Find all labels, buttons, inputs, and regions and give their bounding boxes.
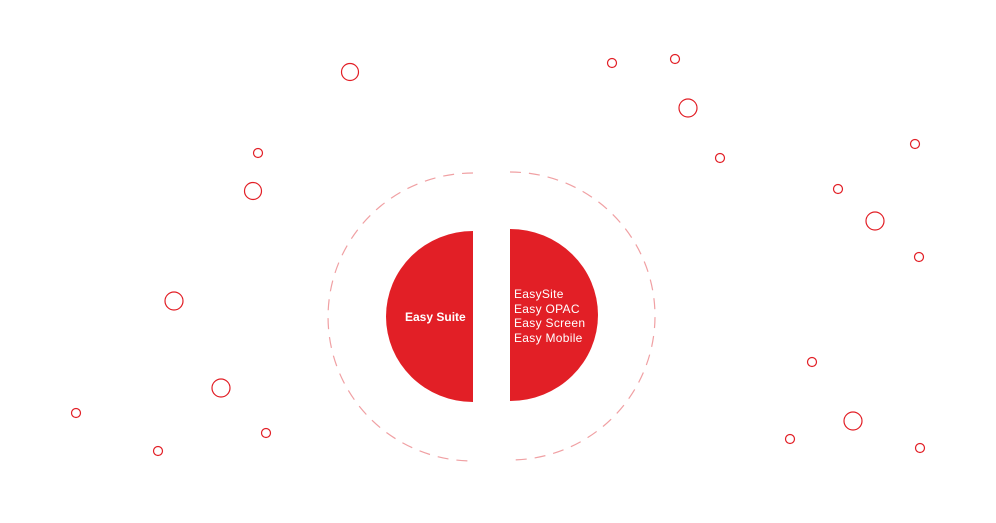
bubble xyxy=(606,57,618,69)
bubble xyxy=(243,181,263,201)
bubble xyxy=(832,183,844,195)
product-item: Easy Screen xyxy=(514,316,586,330)
product-item: Easy Mobile xyxy=(514,330,583,345)
product-list: EasySite Easy OPAC Easy Screen Easy Mobi… xyxy=(514,287,585,345)
bubble xyxy=(260,427,272,439)
bubble xyxy=(784,433,796,445)
bubble xyxy=(152,445,164,457)
product-item: Easy OPAC xyxy=(514,301,580,316)
dashed-orbit-right xyxy=(509,171,656,461)
bubble xyxy=(669,53,681,65)
left-half-circle xyxy=(385,231,473,402)
bubble xyxy=(678,98,698,118)
easy-suite-label: Easy Suite xyxy=(405,310,466,324)
bubble xyxy=(252,147,264,159)
bubble xyxy=(913,251,925,263)
decorative-bubbles xyxy=(70,53,926,457)
bubble xyxy=(909,138,921,150)
bubble xyxy=(914,442,926,454)
bubble xyxy=(843,411,863,431)
bubble xyxy=(340,62,360,82)
bubble xyxy=(70,407,82,419)
right-half-circle xyxy=(510,229,598,401)
bubble xyxy=(865,211,885,231)
bubble xyxy=(714,152,726,164)
bubble xyxy=(806,356,818,368)
bubble xyxy=(211,378,231,398)
product-item: EasySite xyxy=(514,287,564,301)
bubble xyxy=(164,291,184,311)
dashed-orbit-left xyxy=(327,172,474,462)
